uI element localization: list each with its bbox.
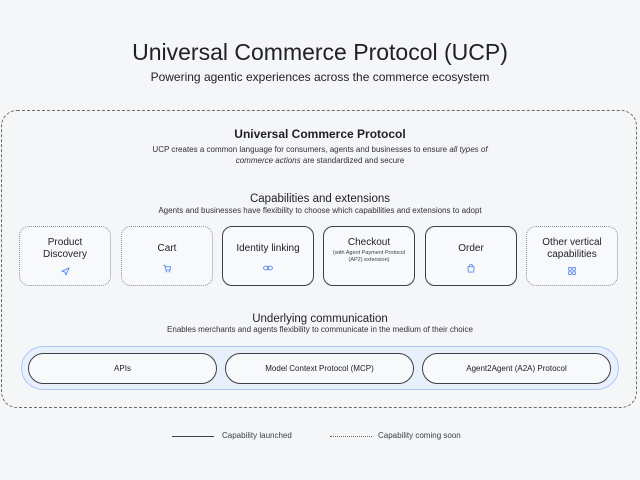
card-other-vertical-capabilities: Other vertical capabilities [526, 226, 618, 286]
card-label: Identity linking [236, 243, 300, 254]
page-title: Universal Commerce Protocol (UCP) [132, 39, 508, 65]
send-icon [60, 267, 70, 276]
capabilities-title: Capabilities and extensions [249, 193, 390, 205]
capabilities-description: Agents and businesses have flexibility t… [158, 206, 482, 215]
link-icon [263, 264, 273, 272]
protocol-desc-emphasis: all types of [449, 145, 488, 154]
pill-mcp: Model Context Protocol (MCP) [225, 353, 414, 384]
card-label: Product Discovery [43, 237, 87, 260]
legend-coming-soon-label: Capability coming soon [378, 431, 461, 440]
protocol-desc-text-2: are standardized and secure [300, 156, 405, 165]
card-cart: Cart [121, 226, 213, 286]
card-checkout: Checkout (with Agent Payment Protocol (A… [323, 226, 415, 286]
protocol-container [1, 110, 637, 408]
protocol-description-line-1: UCP creates a common language for consum… [0, 145, 640, 155]
card-label: Cart [157, 243, 177, 254]
cart-icon [162, 264, 172, 273]
card-product-discovery: Product Discovery [19, 226, 111, 286]
communication-description: Enables merchants and agents flexibility… [167, 325, 473, 334]
protocol-title: Universal Commerce Protocol [234, 127, 406, 141]
card-label: Order [458, 243, 484, 254]
pill-a2a: Agent2Agent (A2A) Protocol [422, 353, 611, 384]
legend-solid-line [172, 436, 214, 437]
card-label: Other vertical capabilities [542, 237, 602, 260]
protocol-description-line-2: commerce actions are standardized and se… [0, 156, 640, 166]
card-label: Checkout [347, 237, 391, 248]
card-order: Order [425, 226, 517, 286]
legend-dotted-line [330, 436, 372, 437]
legend-launched-label: Capability launched [222, 431, 292, 440]
protocol-desc-text: UCP creates a common language for consum… [152, 145, 450, 154]
grid-icon [568, 267, 576, 275]
communication-title: Underlying communication [252, 313, 388, 325]
pill-apis: APIs [28, 353, 217, 384]
card-identity-linking: Identity linking [222, 226, 314, 286]
card-note: (with Agent Payment Protocol (AP2) exten… [332, 250, 406, 263]
page-subtitle: Powering agentic experiences across the … [150, 70, 490, 84]
protocol-desc-emphasis-2: commerce actions [235, 156, 301, 165]
bag-icon [467, 264, 475, 273]
